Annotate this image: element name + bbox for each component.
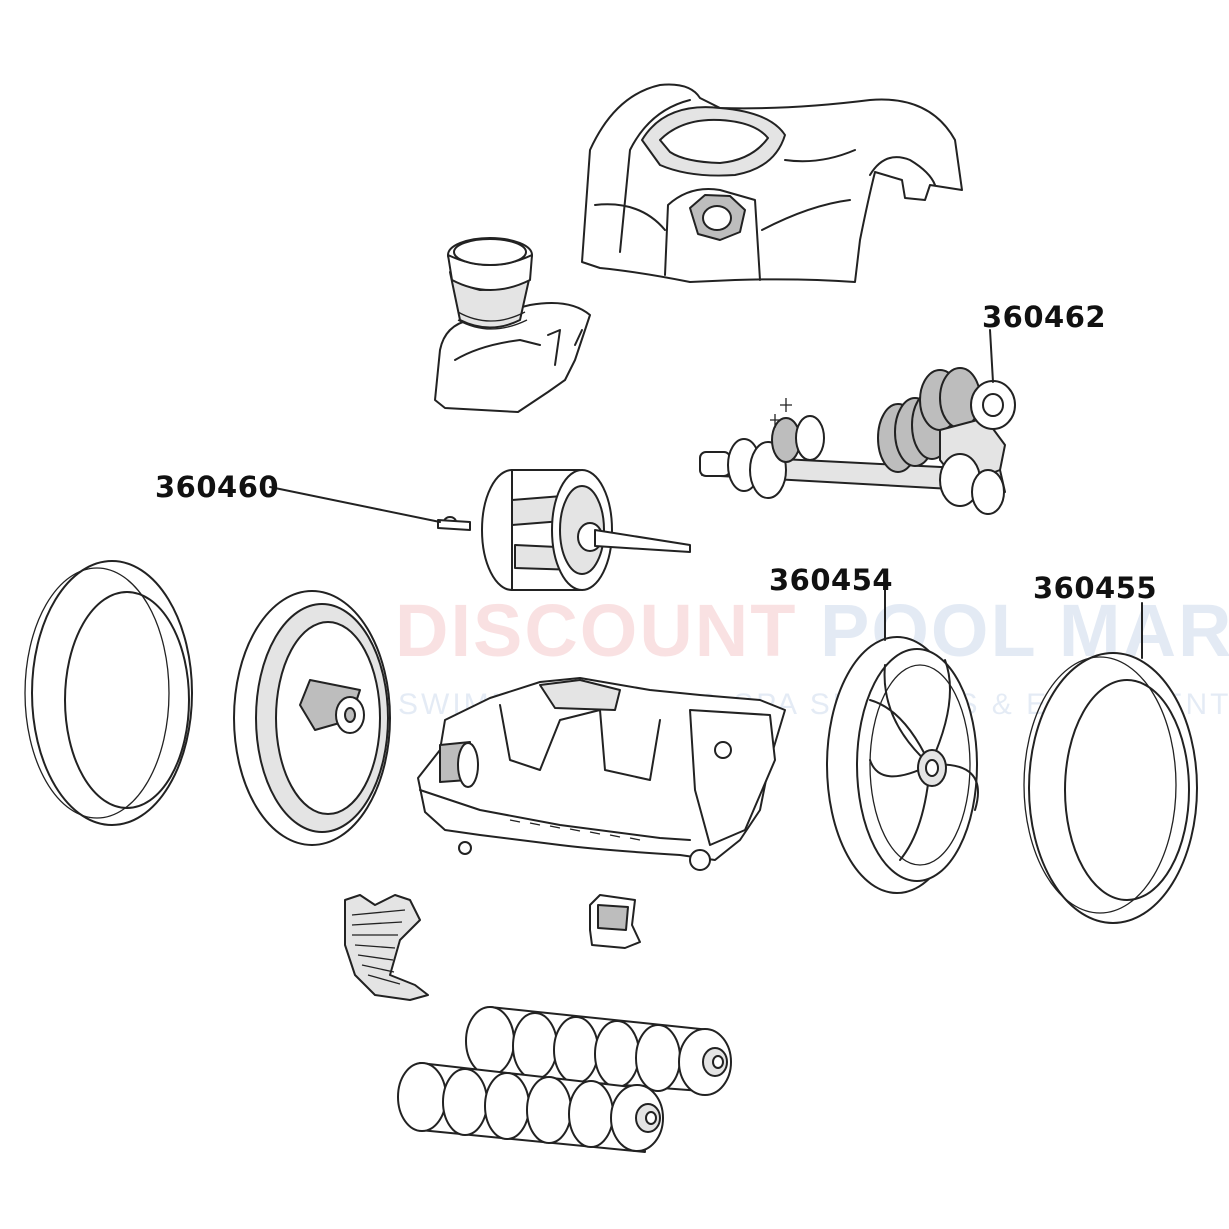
brush-strip	[344, 894, 429, 1001]
watermark-word-1: DISCOUNT	[395, 589, 798, 672]
lower-roller	[397, 1062, 664, 1153]
left-wheel	[233, 590, 391, 846]
chassis	[417, 677, 786, 871]
label-turbine-axle: 360460	[155, 470, 280, 504]
hose-nozzle	[434, 237, 591, 413]
right-tire	[1023, 602, 1198, 924]
label-tire: 360455	[1033, 571, 1158, 605]
turbine-axle	[269, 469, 691, 591]
upper-roller	[465, 1006, 732, 1096]
label-gear-assembly: 360462	[982, 300, 1107, 334]
left-tire	[24, 560, 193, 826]
flap-part	[589, 894, 641, 949]
label-front-wheel: 360454	[769, 563, 894, 597]
right-wheel	[826, 589, 979, 894]
gear-assembly	[699, 329, 1016, 515]
watermark-logo: DISCOUNT POOL MART	[395, 588, 1229, 673]
top-cover	[581, 83, 963, 283]
